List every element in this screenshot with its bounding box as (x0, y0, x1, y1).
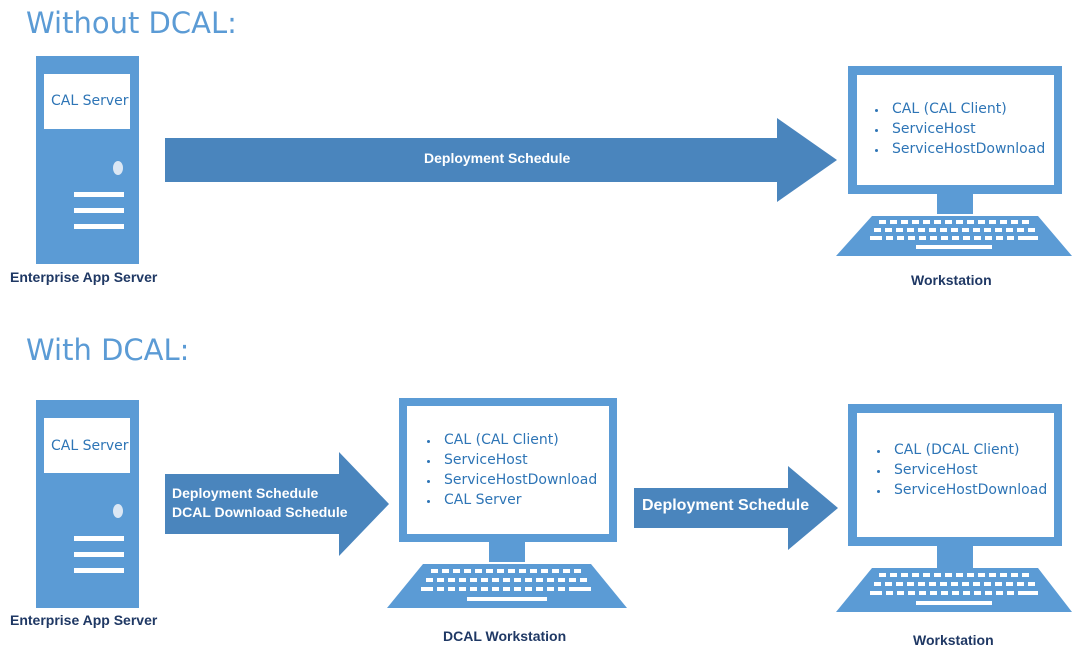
list-item: ServiceHostDownload (440, 470, 597, 490)
list-item: CAL (DCAL Client) (890, 440, 1047, 460)
list-item: CAL (CAL Client) (888, 99, 1045, 119)
server-screen-label: CAL Server (51, 438, 129, 454)
workstation-caption: Workstation (913, 632, 994, 648)
arrow-label: Deployment Schedule (642, 497, 810, 514)
keyboard-icon (870, 573, 1038, 605)
keyboard-icon (870, 220, 1038, 249)
list-item: ServiceHost (440, 450, 597, 470)
list-item: ServiceHost (888, 119, 1045, 139)
server-caption: Enterprise App Server (10, 612, 158, 628)
arrow-right-icon (634, 466, 838, 550)
heading-without-dcal: Without DCAL: (26, 6, 237, 40)
list-item: ServiceHostDownload (890, 480, 1047, 500)
server-screen-label: CAL Server (51, 93, 129, 109)
list-item: CAL (CAL Client) (440, 430, 597, 450)
arrow-right-icon (165, 118, 837, 202)
workstation-component-list: CAL (CAL Client) ServiceHost ServiceHost… (864, 99, 1045, 159)
list-item: ServiceHostDownload (888, 139, 1045, 159)
arrow-right-icon (165, 452, 389, 556)
arrow-label-deployment: Deployment Schedule (172, 485, 319, 501)
workstation-component-list: CAL (DCAL Client) ServiceHost ServiceHos… (866, 440, 1047, 500)
dcal-workstation-caption: DCAL Workstation (443, 628, 567, 644)
workstation-caption: Workstation (911, 272, 992, 288)
server-icon (36, 56, 139, 264)
server-icon (36, 400, 139, 608)
list-item: ServiceHost (890, 460, 1047, 480)
monitor-icon (836, 404, 1072, 612)
list-item: CAL Server (440, 490, 597, 510)
monitor-icon (387, 398, 627, 608)
dcal-workstation-component-list: CAL (CAL Client) ServiceHost ServiceHost… (416, 430, 597, 510)
arrow-label: Deployment Schedule (424, 150, 571, 166)
keyboard-icon (421, 569, 591, 601)
arrow-label-dcal-download: DCAL Download Schedule (172, 504, 348, 520)
monitor-icon (836, 66, 1072, 256)
server-caption: Enterprise App Server (10, 269, 158, 285)
heading-with-dcal: With DCAL: (26, 333, 190, 367)
